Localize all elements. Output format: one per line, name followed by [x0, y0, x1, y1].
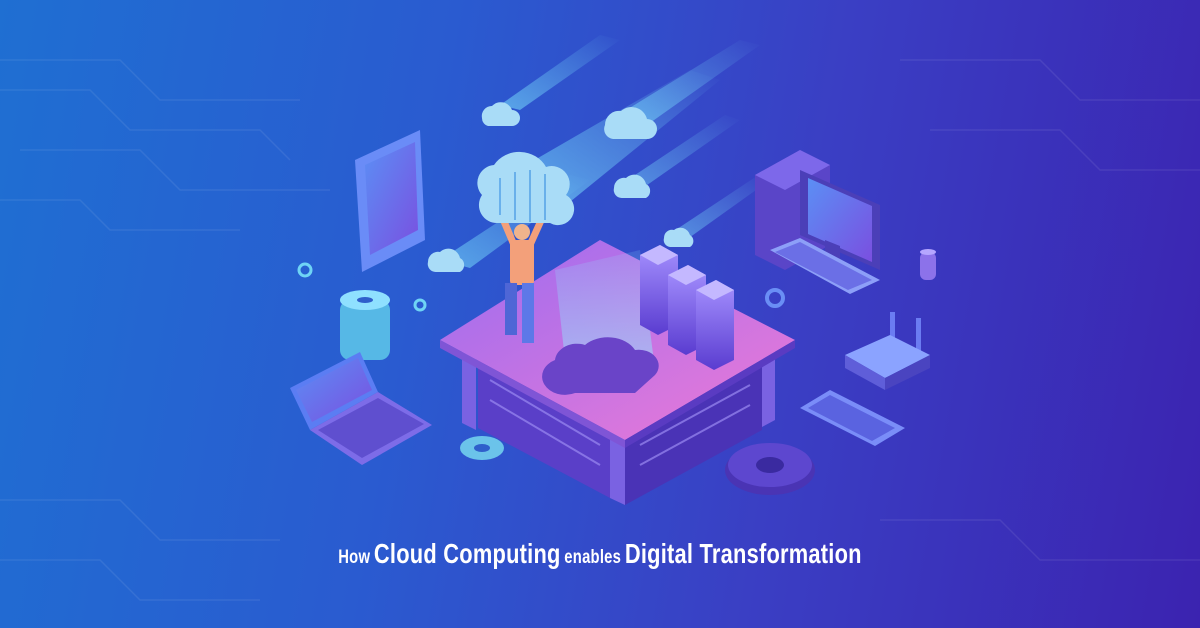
coin-stack-icon [920, 249, 936, 280]
server-rack-icon [696, 280, 734, 370]
gear-icon [340, 290, 390, 360]
gear-icon [297, 262, 313, 278]
tablet-icon [355, 130, 425, 272]
cloud-icon [613, 174, 651, 199]
gear-icon [725, 443, 815, 495]
cloud-icon [481, 102, 520, 126]
cloud-icon [477, 151, 575, 226]
gear-icon [413, 298, 427, 312]
cloud-cutout [542, 337, 659, 395]
person-figure [491, 198, 552, 343]
title-part-digital-transformation: Digital Transformation [624, 538, 862, 569]
title-part-cloud-computing: Cloud Computing [373, 538, 561, 569]
page-title: How Cloud Computing enables Digital Tran… [132, 538, 1068, 570]
smartphone-icon [800, 390, 905, 446]
router-icon [845, 312, 930, 390]
circuit-pattern [0, 59, 1200, 601]
gear-icon [765, 288, 785, 308]
cloud-icon [663, 227, 694, 247]
cloud-icon [427, 248, 465, 273]
light-trails [440, 35, 770, 268]
laptop-icon [290, 352, 432, 465]
cloud-icon [604, 107, 657, 139]
desktop-computer-icon [755, 150, 880, 270]
title-part-how: How [338, 547, 371, 568]
gear-icon [460, 436, 504, 460]
glass-panel [555, 250, 655, 370]
keyboard-icon [770, 238, 880, 294]
title-part-enables: enables [564, 547, 622, 568]
